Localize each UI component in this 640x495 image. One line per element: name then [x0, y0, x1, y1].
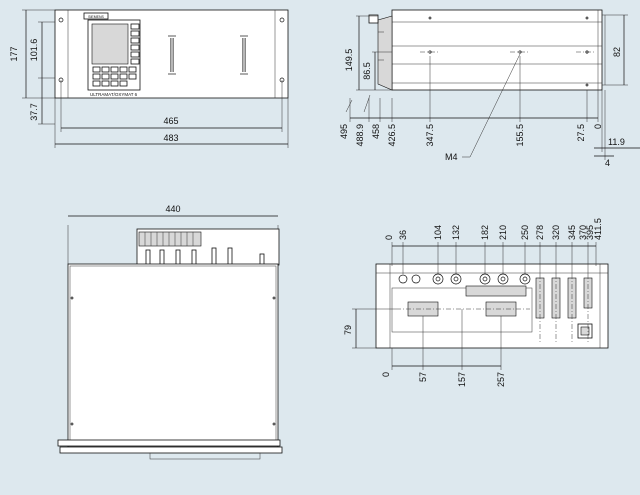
- dim-495: 495: [339, 124, 349, 139]
- dim-488-9: 488.9: [355, 124, 365, 147]
- dim-177: 177: [9, 46, 19, 61]
- dim-440: 440: [165, 204, 180, 214]
- side-body: [391, 9, 603, 91]
- rear-dim-278: 278: [535, 225, 545, 240]
- terminal-strip: [465, 285, 527, 297]
- front-handles: [168, 35, 248, 75]
- rear-dim-182: 182: [480, 225, 490, 240]
- rear-bottom-157: 157: [457, 372, 467, 387]
- rear-bottom-257: 257: [496, 372, 506, 387]
- dim-483: 483: [163, 133, 178, 143]
- top-holes: [70, 296, 276, 426]
- rear-dim-79: 79: [343, 325, 353, 335]
- dim-86-5: 86.5: [362, 62, 372, 80]
- rear-dim-250: 250: [520, 225, 530, 240]
- front-view: SIEMENS ULTRAMAT/OXYMAT 6 177 101.6: [9, 9, 289, 148]
- dim-458: 458: [371, 124, 381, 139]
- heat-sink-fins: [144, 232, 194, 246]
- side-keys: [130, 23, 140, 65]
- thread-label: M4: [445, 152, 458, 162]
- rear-dim-345: 345: [567, 225, 577, 240]
- rear-dim-36: 36: [398, 230, 408, 240]
- brand-label: SIEMENS: [88, 15, 104, 19]
- dim-149-5: 149.5: [344, 49, 354, 72]
- dim-0: 0: [593, 124, 603, 129]
- top-view: 440: [57, 204, 283, 460]
- rear-dim-104: 104: [433, 225, 443, 240]
- rear-fitting: [368, 14, 379, 24]
- front-flange: [57, 439, 281, 447]
- dim-101-6: 101.6: [29, 39, 39, 62]
- dim-155-5: 155.5: [515, 124, 525, 147]
- brand-badge: [83, 12, 109, 20]
- side-bottom-dims: 495 488.9 458 426.5 347.5 155.5 27.5 0: [339, 56, 603, 147]
- rear-view: 0 36 104 132 182 210 250 278 320 345 370…: [343, 218, 609, 387]
- keypad-keys: [92, 66, 137, 87]
- rear-bottom-57: 57: [418, 372, 428, 382]
- dim-37-7: 37.7: [29, 103, 39, 121]
- rear-top-dims: 0 36 104 132 182 210 250 278 320 345 370…: [384, 218, 603, 274]
- rear-dim-132: 132: [451, 225, 461, 240]
- dim-347-5: 347.5: [425, 124, 435, 147]
- rear-dim-320: 320: [551, 225, 561, 240]
- rear-bottom-dims: 0 57 157 257: [381, 309, 506, 387]
- display-screen: [91, 23, 129, 65]
- rear-dim-370: 370: [578, 225, 588, 240]
- rear-dim-210: 210: [498, 225, 508, 240]
- dim-82: 82: [612, 47, 622, 57]
- rear-bottom-0: 0: [381, 372, 391, 377]
- rear-connector-block: [377, 15, 393, 91]
- dim-11-9: 11.9: [608, 137, 625, 147]
- dim-426-5: 426.5: [387, 124, 397, 147]
- rear-dim-395: 395: [585, 225, 595, 240]
- side-view: 149.5 86.5 82 495 488.9 458 426.5 347.5 …: [339, 9, 640, 168]
- device-label: ULTRAMAT/OXYMAT 6: [90, 92, 138, 97]
- dim-465: 465: [163, 116, 178, 126]
- dim-4: 4: [605, 158, 610, 168]
- rear-dim-0: 0: [384, 235, 394, 240]
- top-body: [67, 263, 279, 448]
- heat-sink: [138, 231, 202, 247]
- rear-dim-411-5: 411.5: [593, 218, 603, 240]
- dim-27-5: 27.5: [576, 124, 586, 142]
